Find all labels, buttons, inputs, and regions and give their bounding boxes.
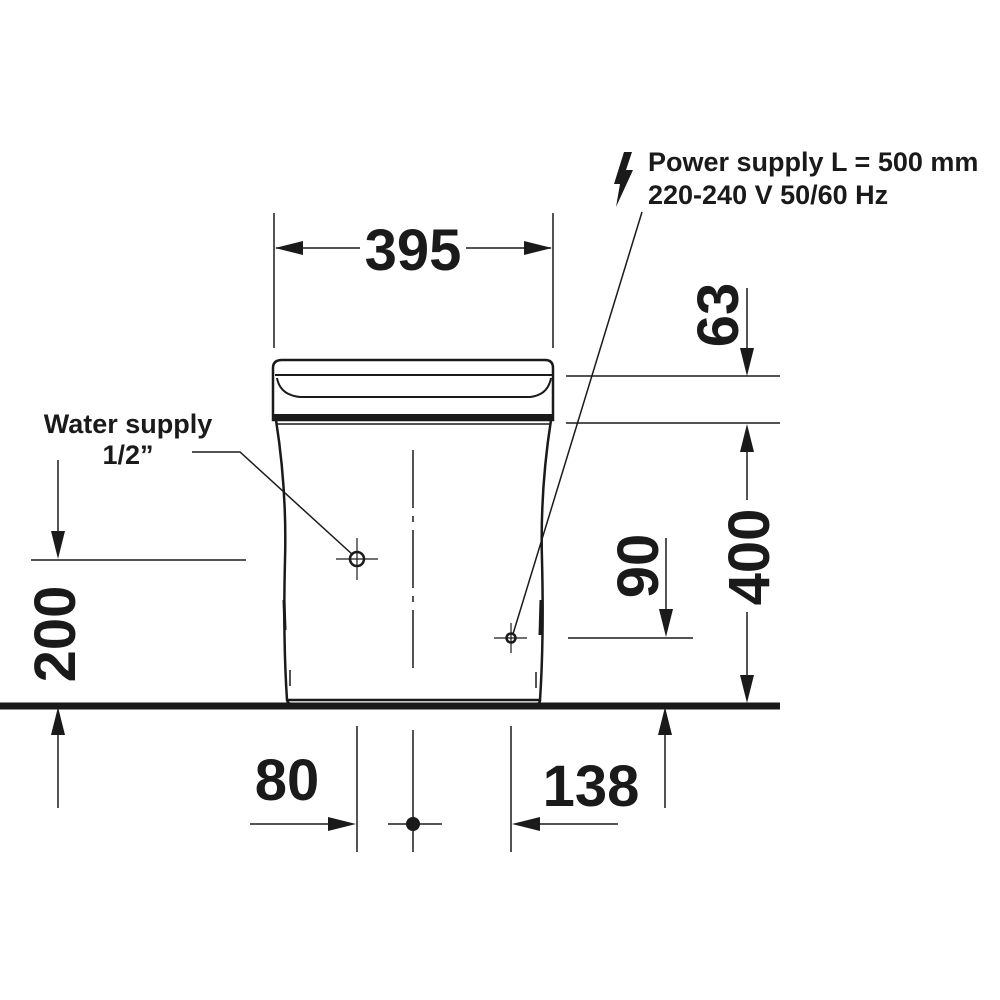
power-label-line2: 220-240 V 50/60 Hz (648, 180, 888, 210)
water-leader-line (192, 451, 354, 556)
dimension-water-offset: 80 (250, 726, 358, 852)
water-label-line1: Water supply (44, 409, 213, 439)
power-annotation: Power supply L = 500 mm 220-240 V 50/60 … (614, 147, 978, 210)
power-label-line1: Power supply L = 500 mm (648, 147, 978, 177)
center-marker-icon (388, 730, 442, 852)
dimension-width: 395 (273, 213, 554, 348)
dimension-value-water-offset: 80 (255, 748, 320, 813)
dimension-value-height: 400 (717, 509, 782, 606)
dimension-water-height: 200 (23, 460, 246, 808)
dimension-height: 400 (717, 424, 782, 703)
water-label-line2: 1/2” (102, 440, 153, 470)
dimension-power-offset: 138 (510, 726, 640, 852)
lightning-bolt-icon (614, 152, 633, 207)
dimension-value-power-offset: 138 (543, 754, 640, 819)
power-connection-icon (494, 623, 527, 653)
dimension-top-offset: 63 (566, 283, 780, 424)
water-connection-icon (336, 538, 378, 580)
water-annotation: Water supply 1/2” (44, 409, 213, 470)
dimension-power-height: 90 (568, 534, 693, 639)
dimension-floor-arrow-right (658, 707, 672, 808)
toilet-outline (271, 358, 555, 706)
dimension-value-power-height: 90 (606, 534, 671, 599)
dimension-value-top-offset: 63 (686, 283, 751, 348)
dimension-value-width: 395 (365, 218, 462, 283)
dimension-value-water-height: 200 (23, 586, 88, 683)
